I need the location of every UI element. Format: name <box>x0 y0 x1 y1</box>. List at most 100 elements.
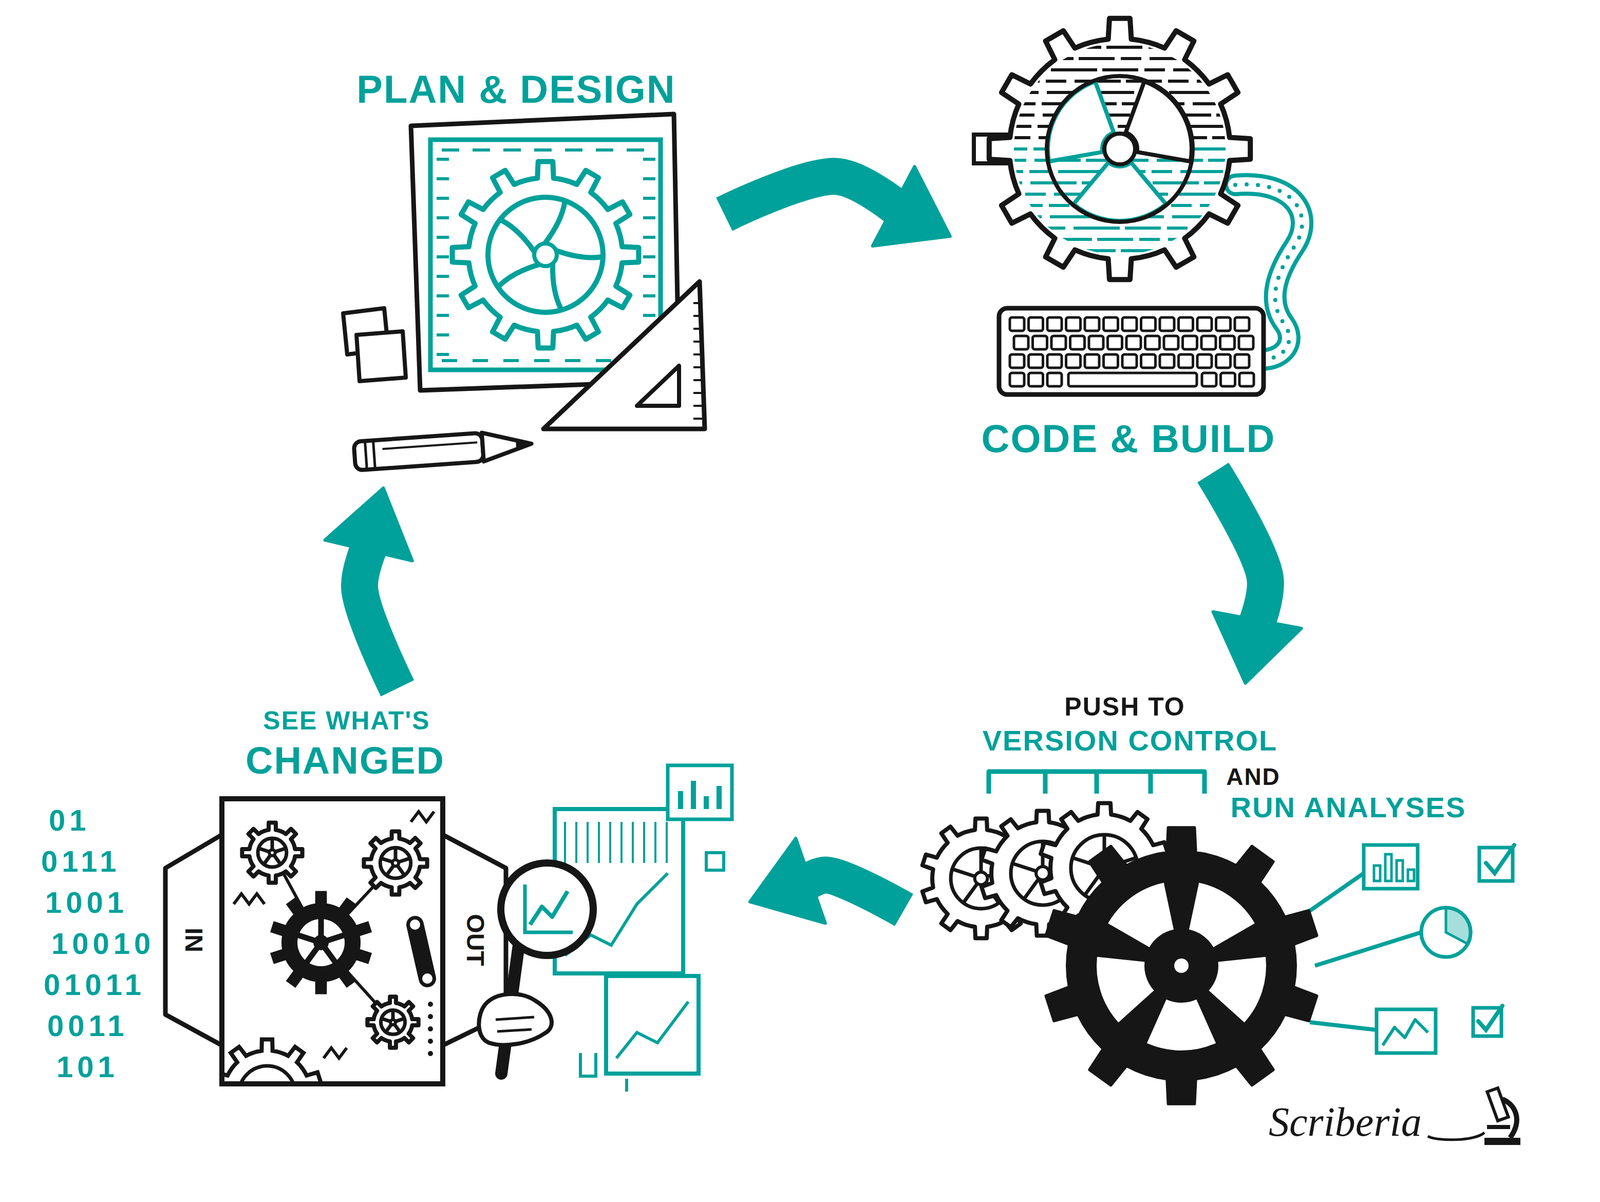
cycle-arrow <box>324 487 412 689</box>
bar <box>1396 860 1403 881</box>
key <box>1220 335 1235 350</box>
key <box>1178 317 1194 331</box>
gear-spoke <box>545 201 566 243</box>
stage-node: SEE WHAT'SCHANGED <box>35 693 745 1095</box>
grid-tick <box>436 274 449 278</box>
hatch-line <box>1006 90 1233 94</box>
stage-title: RUN ANALYSES <box>1230 791 1467 824</box>
hatch-line <box>1006 68 1233 72</box>
set-square-hole <box>636 365 680 406</box>
key <box>1028 354 1044 368</box>
key <box>1032 335 1048 350</box>
grid-tick <box>643 294 656 298</box>
grid-tick <box>436 196 449 200</box>
key <box>1066 317 1081 331</box>
gear-spoke <box>1013 863 1038 872</box>
stage-title: VERSION CONTROL <box>982 724 1278 758</box>
binary-digits: 0111 <box>41 844 121 878</box>
microscope-base <box>1484 1137 1521 1145</box>
key <box>1159 317 1175 331</box>
hatch-line <box>1006 45 1233 49</box>
ruler-tick <box>693 340 703 343</box>
pencil <box>353 429 533 471</box>
binary-digits: 01 <box>48 803 91 837</box>
grid-tick <box>436 313 449 317</box>
key <box>1047 354 1062 368</box>
indicator-dot <box>427 1013 434 1020</box>
stage-title: CHANGED <box>245 738 445 783</box>
gear-spoke <box>498 264 539 287</box>
checkmark <box>1485 844 1515 874</box>
pencil-band <box>373 441 376 468</box>
small-gear <box>367 996 419 1048</box>
push-illustration <box>922 771 1515 1104</box>
arrow-body <box>359 546 398 689</box>
key <box>1103 317 1119 331</box>
grid-tick <box>436 216 449 220</box>
screen-hatch <box>1006 47 1233 251</box>
binary-digits: 01011 <box>43 968 146 1002</box>
grid-tick <box>436 352 449 356</box>
screen-hub <box>1104 133 1136 165</box>
machine-box <box>221 798 443 1084</box>
key <box>1084 317 1100 331</box>
indicator-dot <box>427 1050 434 1057</box>
key <box>1028 372 1044 387</box>
stage-title: SEE WHAT'S <box>262 706 430 737</box>
binary-digits: 0011 <box>47 1009 129 1043</box>
grid-tick <box>643 274 656 278</box>
indicator-dot <box>427 1038 434 1044</box>
key <box>1066 354 1081 368</box>
key <box>1238 335 1254 350</box>
cycle-arrow <box>724 166 951 247</box>
pencil-body <box>353 432 484 470</box>
grid-tick <box>643 235 656 239</box>
report-grid <box>597 821 600 863</box>
plan-illustration <box>343 114 705 471</box>
card-bars <box>680 780 720 809</box>
report-grid <box>575 821 578 863</box>
grid-tick <box>643 216 656 220</box>
arrow-body <box>724 176 898 215</box>
blueprint-gear <box>452 161 639 349</box>
input-funnel <box>165 834 222 1046</box>
screen-rim <box>1046 76 1193 222</box>
stage-title: PUSH TO <box>1064 692 1185 723</box>
version-bracket <box>988 771 1205 794</box>
key <box>1197 354 1212 368</box>
key <box>1028 317 1044 331</box>
sticky-note <box>356 331 406 382</box>
ruler-tick <box>693 379 703 382</box>
key <box>1141 354 1156 368</box>
signature-flourish <box>1427 1132 1485 1140</box>
stage-node: PLAN & DESIGN <box>328 56 720 483</box>
key <box>1070 335 1085 350</box>
key <box>1047 317 1062 331</box>
grid-tick <box>643 177 656 181</box>
key <box>1182 335 1198 350</box>
gear-axle <box>1174 958 1189 973</box>
stage-title: CODE & BUILD <box>981 416 1276 461</box>
arrow-head <box>324 487 412 561</box>
binary-digits: 101 <box>56 1050 119 1084</box>
report-grid <box>586 821 589 863</box>
microscope-mark <box>1427 1087 1521 1145</box>
bar <box>1385 854 1392 881</box>
key <box>1201 372 1217 387</box>
bar <box>1373 865 1381 881</box>
pie-slice <box>1445 907 1472 945</box>
report-square <box>706 852 724 871</box>
key <box>1103 354 1119 368</box>
key <box>1239 372 1254 387</box>
gear-hole <box>1107 882 1174 948</box>
ruler-tick <box>693 327 703 330</box>
signature: Scriberia <box>1268 1099 1422 1145</box>
key <box>1009 317 1025 331</box>
monitor-gear <box>989 18 1251 280</box>
gear-spoke <box>557 251 602 258</box>
microscope-stage <box>1486 1124 1511 1129</box>
key <box>1145 335 1160 350</box>
crank-pin <box>422 973 433 984</box>
magnifier-lens <box>500 862 594 956</box>
